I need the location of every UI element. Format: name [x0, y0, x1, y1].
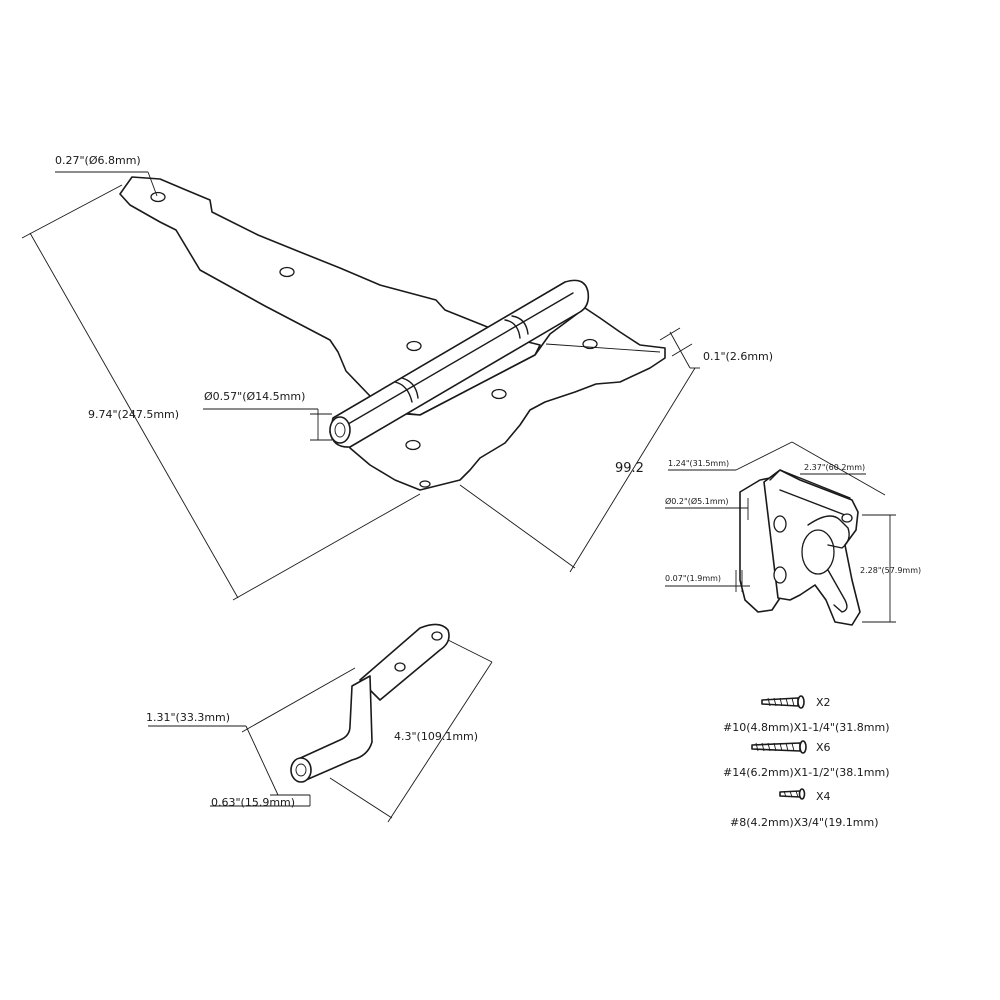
dim-line [21, 184, 123, 239]
hinge-hole [582, 338, 598, 350]
hinge-dimensions [21, 171, 700, 601]
hinge-hole [279, 266, 295, 278]
handle-rod-dia-label: 0.63"(15.9mm) [211, 796, 295, 809]
knuckle-split [401, 377, 419, 399]
knuckle-split [394, 381, 413, 403]
latch-catch-lever [807, 515, 850, 549]
screw-thread [783, 790, 799, 798]
latch-slot [827, 569, 848, 613]
leaf-edge [545, 343, 661, 353]
hinge-hole [491, 388, 507, 400]
handle-hole [394, 662, 406, 672]
latch-hole-dia-label: Ø0.2"(Ø5.1mm) [665, 496, 729, 506]
barrel-highlight [342, 292, 574, 428]
latch-top-flange [769, 469, 851, 499]
screw-head [797, 695, 805, 709]
screw-qty: X4 [816, 790, 831, 803]
gate-latch [739, 469, 861, 626]
dim-line [659, 327, 681, 341]
handle-rod-end [290, 757, 312, 783]
screw-list: X2 #10(4.8mm)X1-1/4"(31.8mm) X6 #14(6.2m… [723, 695, 890, 829]
dim-line [569, 367, 696, 573]
latch-hole [841, 513, 853, 523]
hinge-width-label: 99.2 [615, 461, 644, 476]
t-hinge [119, 176, 666, 491]
handle-dimensions [148, 639, 493, 823]
dim-line [241, 667, 356, 733]
handle-offset-label: 1.31"(33.3mm) [146, 711, 230, 724]
latch-catch-opening [801, 529, 835, 575]
screw-qty: X6 [816, 741, 831, 754]
dim-line [671, 343, 693, 357]
screw-head [798, 788, 806, 800]
latch-depth-label: 1.24"(31.5mm) [668, 459, 729, 468]
screw-qty: X2 [816, 696, 831, 709]
dim-line [669, 331, 691, 369]
dim-line [147, 171, 158, 197]
screw-thread [767, 697, 795, 707]
hinge-hole [406, 340, 422, 352]
hinge-strap-leaf [119, 176, 541, 416]
hinge-length-label: 9.74"(247.5mm) [88, 408, 179, 421]
hinge-hole-dia-label: 0.27"(Ø6.8mm) [55, 154, 141, 167]
dim-line [791, 441, 886, 496]
screw-item: X2 #10(4.8mm)X1-1/4"(31.8mm) [723, 695, 890, 734]
gate-handle [290, 623, 450, 783]
dim-line [29, 232, 239, 599]
pin-end [329, 416, 351, 444]
screw-item: X6 #14(6.2mm)X1-1/2"(38.1mm) [723, 740, 890, 779]
hinge-hole [150, 191, 166, 203]
handle-hole [431, 631, 443, 641]
latch-height-label: 2.28"(57.9mm) [860, 566, 921, 575]
screw-thread [755, 742, 795, 752]
knuckle-split [504, 319, 521, 339]
latch-thickness-label: 0.07"(1.9mm) [665, 574, 721, 583]
dim-line [459, 484, 576, 569]
pin-end-inner [334, 422, 346, 438]
knuckle-split [511, 315, 529, 335]
dim-line [735, 441, 793, 471]
screw-head [799, 740, 807, 754]
dim-line [447, 639, 493, 663]
screw-spec: #8(4.2mm)X3/4"(19.1mm) [730, 816, 879, 829]
latch-width-label: 2.37"(60.2mm) [804, 463, 865, 472]
screw-spec: #10(4.8mm)X1-1/4"(31.8mm) [723, 721, 890, 734]
latch-dimensions [665, 441, 896, 623]
latch-hole [773, 515, 787, 533]
hinge-hole [405, 439, 421, 451]
latch-inner-flange [779, 489, 846, 516]
screw-spec: #14(6.2mm)X1-1/2"(38.1mm) [723, 766, 890, 779]
hinge-hole [419, 480, 431, 488]
handle-length-label: 4.3"(109.1mm) [394, 730, 478, 743]
handle-rod-end-inner [295, 763, 307, 777]
dim-line [329, 777, 393, 819]
screw-item: X4 #8(4.2mm)X3/4"(19.1mm) [730, 788, 879, 829]
latch-hole [773, 566, 787, 584]
handle-plate [359, 623, 450, 701]
hinge-pin-dia-label: Ø0.57"(Ø14.5mm) [204, 390, 305, 403]
dim-line [245, 725, 279, 796]
hinge-thickness-label: 0.1"(2.6mm) [703, 350, 773, 363]
dim-line [232, 493, 421, 601]
dim-line [387, 661, 493, 823]
